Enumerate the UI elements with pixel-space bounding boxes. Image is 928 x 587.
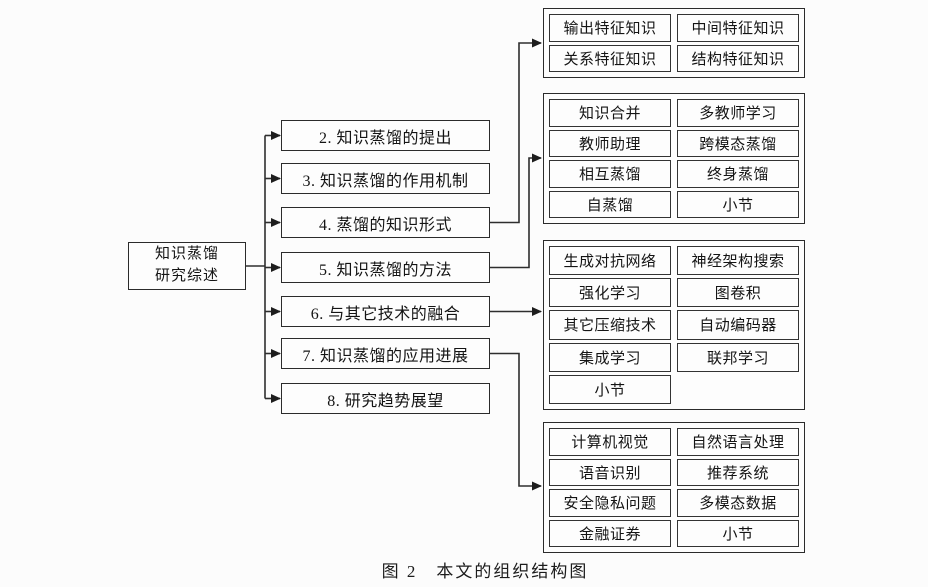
- chapter-node-2: 2. 知识蒸馏的提出: [281, 120, 490, 151]
- group-cell: 知识合并: [549, 99, 671, 127]
- connector-chapter4-group1: [490, 38, 542, 224]
- group-cell: 关系特征知识: [549, 44, 671, 72]
- group-cell: 小节: [549, 374, 671, 404]
- group-cell: 多教师学习: [677, 99, 799, 127]
- group-applications: 计算机视觉 自然语言处理 语音识别 推荐系统 安全隐私问题 多模态数据 金融证券…: [543, 422, 805, 553]
- group-cell: 自蒸馏: [549, 190, 671, 218]
- group-distillation-methods: 知识合并 多教师学习 教师助理 跨模态蒸馏 相互蒸馏 终身蒸馏 自蒸馏 小节: [543, 93, 805, 224]
- group-cell: 联邦学习: [677, 342, 799, 372]
- group-cell: 跨模态蒸馏: [677, 129, 799, 157]
- chapter-node-4: 4. 蒸馏的知识形式: [281, 207, 490, 238]
- group-cell: 图卷积: [677, 278, 799, 308]
- group-cell: 推荐系统: [677, 458, 799, 486]
- group-cell: 教师助理: [549, 129, 671, 157]
- figure-caption: 图 2 本文的组织结构图: [381, 562, 589, 581]
- group-cell: 多模态数据: [677, 489, 799, 517]
- chapter-label: 5. 知识蒸馏的方法: [318, 261, 452, 279]
- chapter-node-5: 5. 知识蒸馏的方法: [281, 252, 490, 283]
- group-cell: 小节: [677, 519, 799, 547]
- group-cell: 相互蒸馏: [549, 160, 671, 188]
- root-label-line1: 知识蒸馏: [154, 246, 219, 263]
- connector-chapter7-group4: [490, 352, 542, 491]
- chapter-node-7: 7. 知识蒸馏的应用进展: [281, 338, 490, 369]
- root-label-line2: 研究综述: [154, 268, 219, 284]
- group-cell: 小节: [677, 190, 799, 218]
- group-cell: 中间特征知识: [677, 14, 799, 42]
- group-feature-knowledge: 输出特征知识 中间特征知识 关系特征知识 结构特征知识: [543, 8, 805, 78]
- chapter-label: 4. 蒸馏的知识形式: [318, 216, 452, 234]
- chapter-node-8: 8. 研究趋势展望: [281, 383, 490, 414]
- group-technique-fusion: 生成对抗网络 神经架构搜索 强化学习 图卷积 其它压缩技术 自动编码器 集成学习…: [543, 240, 805, 410]
- group-cell: 自动编码器: [677, 310, 799, 340]
- group-cell: 强化学习: [549, 278, 671, 308]
- group-cell: 语音识别: [549, 458, 671, 486]
- chapter-label: 7. 知识蒸馏的应用进展: [302, 347, 469, 365]
- group-cell: 其它压缩技术: [549, 310, 671, 340]
- root-node: 知识蒸馏 研究综述: [128, 242, 246, 290]
- chapter-label: 2. 知识蒸馏的提出: [318, 129, 452, 147]
- chapter-label: 3. 知识蒸馏的作用机制: [302, 172, 469, 190]
- group-cell: 计算机视觉: [549, 428, 671, 456]
- group-cell: 神经架构搜索: [677, 246, 799, 276]
- group-cell: 生成对抗网络: [549, 246, 671, 276]
- chapter-node-3: 3. 知识蒸馏的作用机制: [281, 163, 490, 194]
- chapter-label: 8. 研究趋势展望: [327, 392, 444, 410]
- group-cell: 集成学习: [549, 342, 671, 372]
- group-cell: 金融证券: [549, 519, 671, 547]
- chapter-label: 6. 与其它技术的融合: [310, 305, 461, 323]
- group-cell: 输出特征知识: [549, 14, 671, 42]
- connector-chapter5-group2: [490, 153, 542, 269]
- group-cell: 终身蒸馏: [677, 160, 799, 188]
- chapter-node-6: 6. 与其它技术的融合: [281, 296, 490, 327]
- group-cell: 自然语言处理: [677, 428, 799, 456]
- group-cell: 安全隐私问题: [549, 489, 671, 517]
- group-cell-empty: [677, 375, 799, 404]
- group-cell: 结构特征知识: [677, 44, 799, 72]
